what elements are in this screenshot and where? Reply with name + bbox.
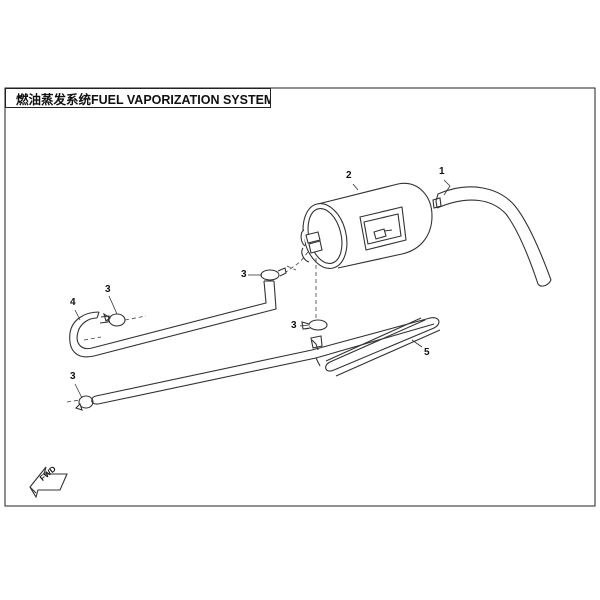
callout-4: 4 [70,297,76,308]
hose-part-5 [91,317,441,405]
hose-clamp [260,267,287,281]
vent-hose-part-1 [432,186,552,287]
callout-2: 2 [346,170,352,181]
hose-part-4 [69,280,277,358]
callout-3: 3 [241,269,247,280]
callout-3: 3 [105,284,111,295]
hose-clamp [74,395,94,411]
diagram-title-text: 燃油蒸发系统FUEL VAPORIZATION SYSTEM [16,92,271,107]
diagram-title: 燃油蒸发系统FUEL VAPORIZATION SYSTEM [5,88,271,108]
fwd-arrow-icon [29,466,68,499]
page-border [4,87,596,507]
canister-part-2 [300,182,433,269]
callout-3: 3 [70,371,76,382]
callout-leaders [74,179,451,399]
hose-clamp [103,312,126,327]
callout-1: 1 [439,166,445,177]
callout-3: 3 [291,320,297,331]
callout-5: 5 [424,347,430,358]
